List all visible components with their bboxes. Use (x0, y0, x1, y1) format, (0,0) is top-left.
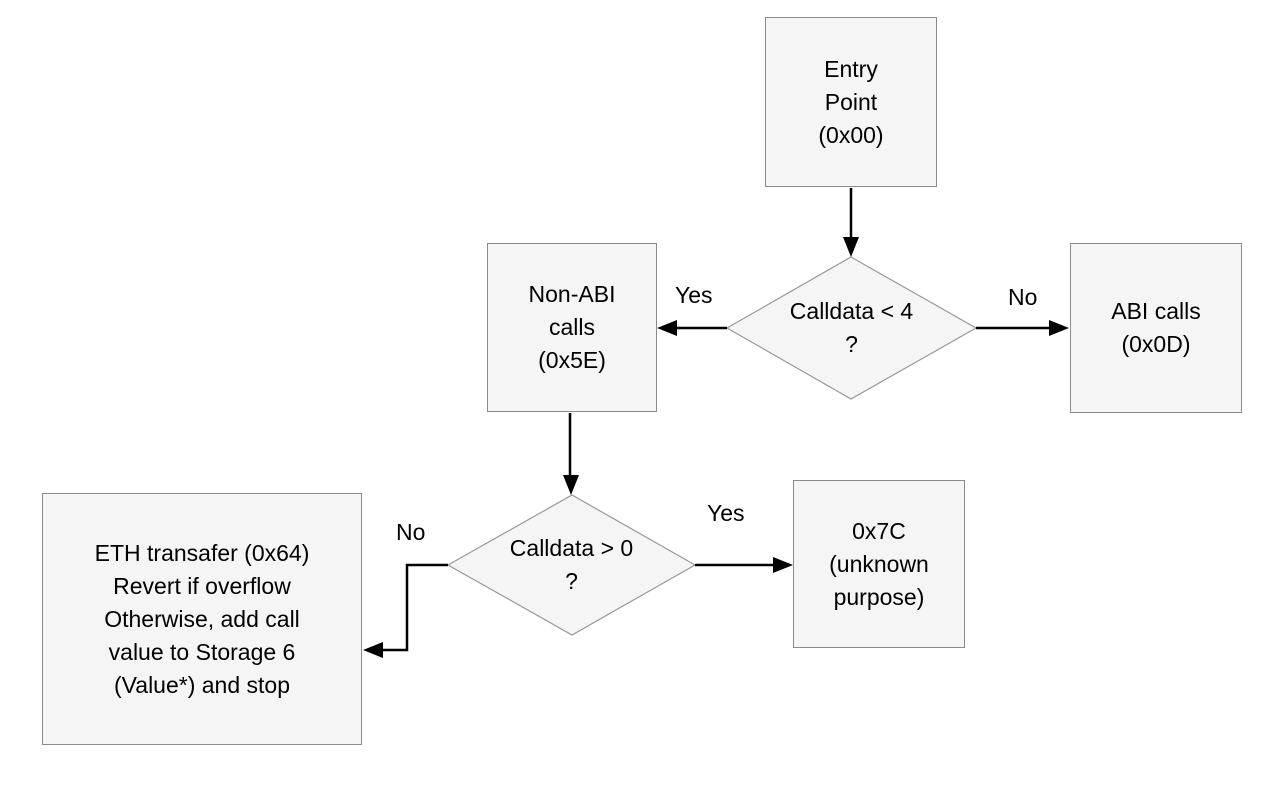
node-entry-point-text: Entry Point (0x00) (818, 53, 883, 152)
node-non-abi-calls: Non-ABI calls (0x5E) (487, 243, 657, 412)
node-unknown-purpose: 0x7C (unknown purpose) (793, 480, 965, 648)
node-eth-transfer-line: (Value*) and stop (113, 671, 290, 698)
node-abi-calls: ABI calls (0x0D) (1070, 243, 1242, 413)
node-eth-transfer-text: ETH transafer (0x64) Revert if overflow … (95, 537, 310, 702)
edge-lt4-yes-arrowhead (657, 320, 677, 336)
node-entry-point-line: Entry (824, 55, 878, 82)
node-eth-transfer-line: value to Storage 6 (108, 638, 296, 665)
node-abi-calls-text: ABI calls (0x0D) (1111, 295, 1200, 361)
node-eth-transfer-line: Revert if overflow (113, 572, 291, 599)
node-non-abi-calls-line: Non-ABI (528, 281, 616, 307)
decision-calldata-lt4-diamond (725, 256, 978, 400)
edge-lt4-no-arrowhead (1049, 320, 1069, 336)
node-eth-transfer-line: ETH transafer (0x64) (94, 539, 310, 566)
edge-label-lt4-no: No (1008, 284, 1038, 310)
edge-entry-to-lt4-arrowhead (843, 237, 859, 257)
node-unknown-purpose-line: (unknown (829, 550, 929, 577)
edge-label-gt0-yes: Yes (707, 500, 745, 526)
edge-label-lt4-yes: Yes (675, 282, 713, 308)
node-entry-point-line: (0x00) (818, 121, 884, 148)
node-non-abi-calls-line: calls (548, 314, 595, 340)
node-unknown-purpose-line: 0x7C (852, 517, 906, 544)
node-eth-transfer-line: Otherwise, add call (104, 605, 300, 632)
edge-label-gt0-no: No (396, 519, 426, 545)
node-entry-point-line: Point (824, 88, 878, 115)
decision-calldata-gt0-diamond (446, 494, 697, 636)
node-abi-calls-line: (0x0D) (1121, 331, 1191, 357)
edge-gt0-no (380, 563, 448, 652)
node-entry-point: Entry Point (0x00) (765, 17, 937, 187)
node-abi-calls-line: ABI calls (1111, 298, 1201, 324)
node-unknown-purpose-line: purpose) (833, 583, 925, 610)
node-unknown-purpose-text: 0x7C (unknown purpose) (829, 515, 929, 614)
edge-gt0-no-arrowhead (363, 642, 383, 658)
edge-nonabi-to-gt0-arrowhead (563, 475, 579, 495)
edge-gt0-yes-arrowhead (773, 557, 793, 573)
node-eth-transfer: ETH transafer (0x64) Revert if overflow … (42, 493, 362, 745)
node-non-abi-calls-line: (0x5E) (538, 347, 606, 373)
node-non-abi-calls-text: Non-ABI calls (0x5E) (529, 278, 616, 377)
